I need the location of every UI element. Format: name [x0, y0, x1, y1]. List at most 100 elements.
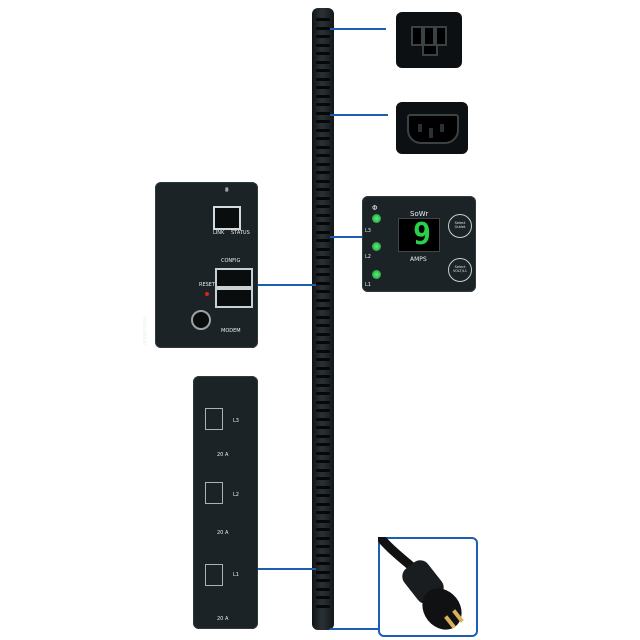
pdu-outlet-slot — [316, 324, 330, 327]
pdu-outlet-slot — [316, 341, 330, 344]
pdu-outlet-slot — [316, 103, 330, 106]
connector-line-c19 — [330, 28, 386, 30]
pdu-outlet-slot — [316, 256, 330, 259]
pdu-outlet-slot — [316, 60, 330, 64]
connector-line-c13 — [330, 114, 388, 116]
pdu-outlet-slot — [316, 179, 330, 183]
pdu-outlet-slot — [316, 519, 330, 523]
pdu-outlet-slot — [316, 545, 330, 548]
connector-line-plug — [330, 628, 378, 630]
c19-outlet-closeup — [386, 4, 474, 78]
pdu-outlet-slot — [316, 162, 330, 166]
pdu-outlet-slot — [316, 417, 330, 421]
display-title: SoWr — [410, 210, 429, 218]
link-label: LINK — [213, 230, 225, 236]
pdu-outlet-slot — [316, 349, 330, 353]
pdu-outlet-slot — [316, 587, 330, 591]
connector-line-display — [330, 236, 363, 238]
pdu-outlet-slot — [316, 596, 330, 599]
pdu-outlet-slot — [316, 366, 330, 370]
pdu-outlet-slot — [316, 358, 330, 361]
phase-led-l1 — [372, 270, 381, 279]
breaker-l3[interactable] — [205, 408, 223, 430]
pdu-outlet-slot — [316, 86, 330, 89]
current-display-panel: Φ SoWr 9 AMPS L3 L2 L1 Select Outlet Sel… — [362, 196, 476, 292]
pdu-outlet-slot — [316, 502, 330, 506]
status-label: STATUS — [231, 230, 250, 236]
modem-label: MODEM — [221, 328, 241, 334]
pdu-outlet-slot — [316, 400, 330, 404]
breaker-rating-l2: 20 A — [217, 530, 229, 536]
environment-port[interactable] — [191, 310, 211, 330]
phase-symbol: Φ — [372, 204, 378, 212]
pdu-outlet-slot — [316, 477, 330, 480]
pdu-outlet-slot — [316, 290, 330, 293]
pdu-outlet-slot — [316, 383, 330, 387]
select-outlet-button[interactable]: Select Outlet — [448, 214, 472, 238]
phase-led-l3 — [372, 214, 381, 223]
pdu-outlet-slot — [316, 196, 330, 200]
phase-label-l3: L3 — [365, 228, 371, 234]
pdu-outlet-slot — [316, 94, 330, 98]
pdu-outlet-slot — [316, 307, 330, 310]
pdu-outlet-slot — [316, 128, 330, 132]
reset-label: RESET — [199, 282, 216, 288]
breaker-rating-l1: 20 A — [217, 616, 229, 622]
pdu-outlet-slot — [316, 111, 330, 115]
pdu-outlet-slot — [316, 171, 330, 174]
pdu-outlet-slot — [316, 77, 330, 81]
config-port[interactable] — [215, 268, 253, 288]
pdu-outlet-slot — [316, 18, 330, 21]
amps-digit: 9 — [413, 217, 432, 252]
modem-port[interactable] — [215, 288, 253, 308]
pdu-outlet-slot — [316, 43, 330, 47]
pdu-outlet-slot — [316, 26, 330, 30]
pdu-outlet-slot — [316, 553, 330, 557]
pdu-outlet-slot — [316, 315, 330, 319]
connector-line-network — [258, 284, 316, 286]
plug-cable-icon — [378, 537, 464, 630]
breaker-label-l2: L2 — [233, 492, 239, 498]
pdu-outlet-slot — [316, 604, 330, 608]
pdu-outlet-slot — [316, 460, 330, 463]
pdu-outlet-slot — [316, 536, 330, 540]
pdu-outlet-slot — [316, 239, 330, 242]
network-management-panel: ⩩ LINK STATUS CONFIG RESET MODEM ENVIRON… — [142, 182, 258, 348]
breaker-rating-l3: 20 A — [217, 452, 229, 458]
pdu-outlet-slot — [316, 562, 330, 565]
pdu-outlet-slot — [316, 434, 330, 438]
ethernet-port[interactable] — [213, 206, 241, 230]
pdu-outlet-slot — [316, 409, 330, 412]
pdu-outlet-slot — [316, 213, 330, 217]
pdu-outlet-slot — [316, 281, 330, 285]
select-volt-button[interactable]: Select VOLT/L1 — [448, 258, 472, 282]
pdu-outlet-slot — [316, 375, 330, 378]
pdu-outlet-slot — [316, 485, 330, 489]
pdu-outlet-slot — [316, 273, 330, 276]
pdu-outlet-slot — [316, 222, 330, 225]
pdu-outlet-slot — [316, 426, 330, 429]
breaker-outlet-panel: L3 20 A L2 20 A L1 20 A — [193, 376, 258, 629]
pdu-outlet-slot — [316, 332, 330, 336]
c19-outlet-body — [396, 12, 462, 68]
pdu-outlet-slot — [316, 264, 330, 268]
lcd-screen: 9 — [398, 217, 440, 252]
phase-label-l1: L1 — [365, 282, 371, 288]
pdu-outlet-slot — [316, 570, 330, 574]
breaker-l1[interactable] — [205, 564, 223, 586]
c13-outlet-closeup — [388, 92, 476, 166]
power-plug-closeup — [378, 537, 478, 637]
network-icon: ⩩ — [225, 186, 229, 194]
breaker-label-l3: L3 — [233, 418, 239, 424]
phase-led-l2 — [372, 242, 381, 251]
pdu-outlet-slot — [316, 468, 330, 472]
pdu-outlet-slot — [316, 69, 330, 72]
amps-unit: AMPS — [410, 256, 427, 263]
pdu-outlet-slot — [316, 579, 330, 582]
pdu-outlet-slot — [316, 188, 330, 191]
pdu-outlet-slot — [316, 298, 330, 302]
reset-led — [205, 292, 209, 296]
breaker-l2[interactable] — [205, 482, 223, 504]
pdu-outlet-slot — [316, 145, 330, 149]
pdu-outlet-slot — [316, 443, 330, 446]
